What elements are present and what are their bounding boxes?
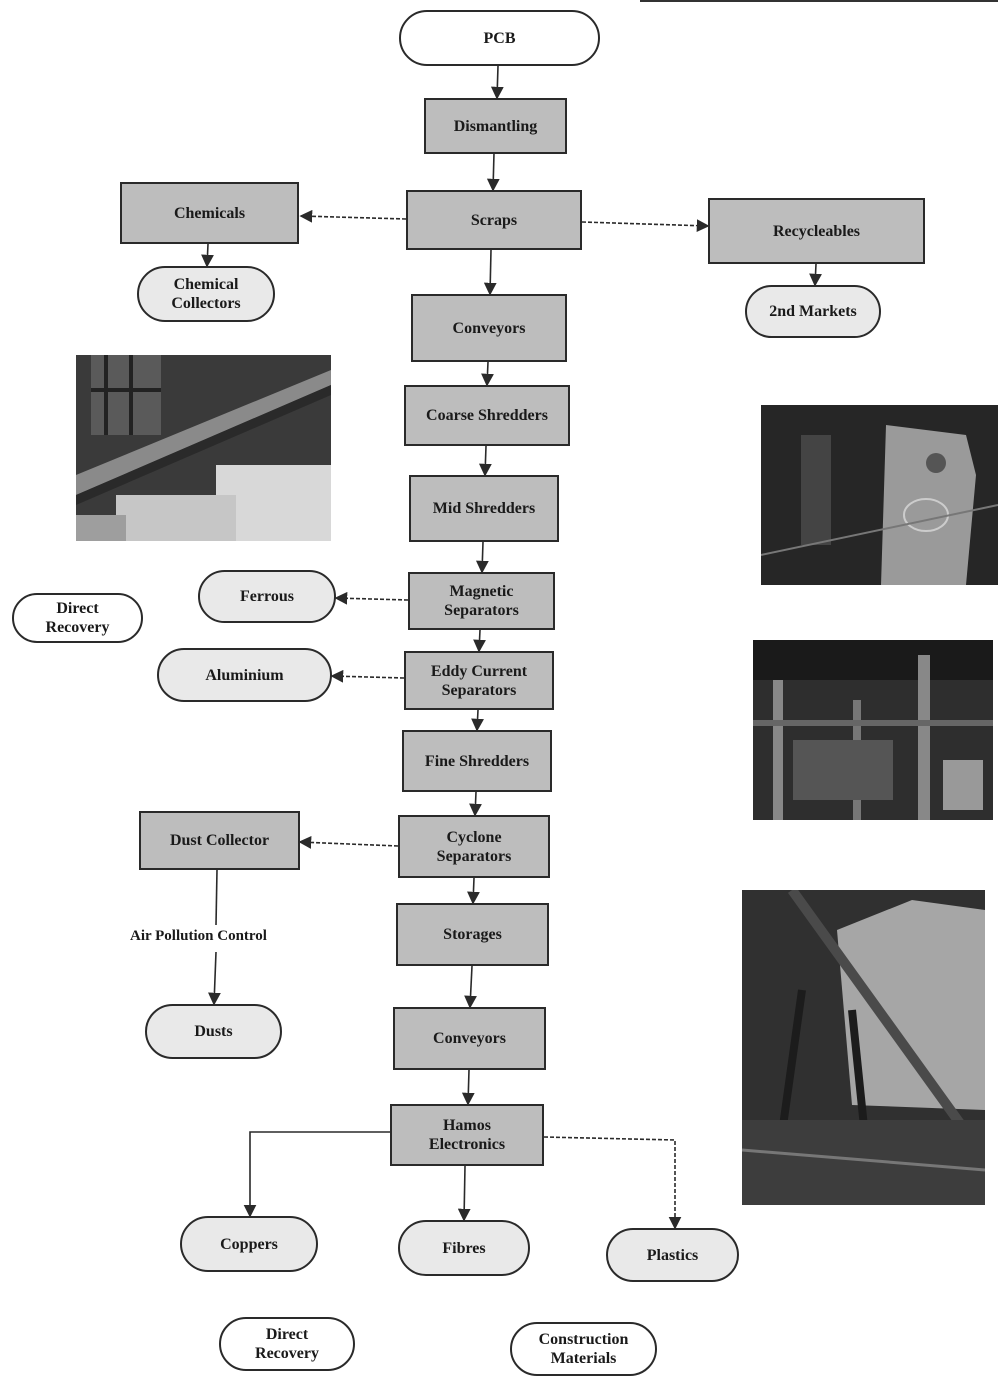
cyclone-photo-graphic — [742, 890, 985, 1205]
node-2nd-markets: 2nd Markets — [745, 285, 881, 338]
node-fine-shredders: Fine Shredders — [402, 730, 552, 792]
arrow-coarse-mid — [478, 445, 492, 477]
arrow-magnetic-ferrous — [334, 591, 409, 605]
node-mid-shredders: Mid Shredders — [409, 475, 559, 542]
arrow-chemicals-collectors — [201, 243, 214, 268]
cyclone-photo — [742, 890, 985, 1205]
node-chemical-collectors: Chemical Collectors — [137, 266, 275, 322]
node-ferrous: Ferrous — [198, 570, 336, 623]
top-border-line — [640, 0, 998, 2]
arrow-pcb-dismantling — [490, 65, 504, 100]
node-pcb: PCB — [399, 10, 600, 66]
node-direct-recovery-1: Direct Recovery — [12, 593, 143, 643]
arrow-hamos-fibres — [457, 1165, 471, 1222]
node-recyclables: Recycleables — [708, 198, 925, 264]
arrow-scraps-conveyors — [483, 249, 497, 296]
node-direct-recovery-2: Direct Recovery — [219, 1317, 355, 1371]
arrow-mid-magnetic — [475, 541, 489, 574]
arrow-scraps-chemicals — [299, 209, 407, 223]
arrow-eddy-aluminium — [330, 669, 405, 683]
node-coarse-shredders: Coarse Shredders — [404, 385, 570, 446]
arrow-dismantling-scraps — [486, 152, 500, 192]
arrow-conveyors-hamos — [461, 1069, 475, 1106]
arrow-conveyors-coarse — [481, 361, 494, 387]
node-magnetic-separators: Magnetic Separators — [408, 572, 555, 630]
arrow-cyclone-dust — [298, 836, 399, 849]
label-air-pollution-control: Air Pollution Control — [128, 928, 269, 945]
arrow-scraps-recyclables — [581, 219, 710, 233]
node-chemicals: Chemicals — [120, 182, 299, 244]
conveyor-photo — [76, 355, 331, 541]
arrow-eddy-fine — [471, 709, 484, 732]
conveyor-photo-graphic — [76, 355, 331, 541]
node-aluminium: Aluminium — [157, 648, 332, 702]
shredder-photo — [761, 405, 998, 585]
arrow-hamos-coppers — [243, 1131, 390, 1218]
arrow-recyclables-markets — [809, 263, 822, 287]
shredder-photo-graphic — [761, 405, 998, 585]
node-conveyors-1: Conveyors — [411, 294, 567, 362]
node-dusts: Dusts — [145, 1004, 282, 1059]
line-dust-collector-down — [215, 869, 218, 926]
node-dust-collector: Dust Collector — [139, 811, 300, 870]
node-scraps: Scraps — [406, 190, 582, 250]
separator-photo-graphic — [753, 640, 993, 820]
arrow-fine-cyclone — [469, 791, 482, 817]
node-storages: Storages — [396, 903, 549, 966]
node-plastics: Plastics — [606, 1228, 739, 1282]
node-eddy-current-separators: Eddy Current Separators — [404, 651, 554, 710]
node-cyclone-separators: Cyclone Separators — [398, 815, 550, 878]
node-conveyors-2: Conveyors — [393, 1007, 546, 1070]
node-fibres: Fibres — [398, 1220, 530, 1276]
arrow-hamos-plastics — [543, 1136, 682, 1230]
node-dismantling: Dismantling — [424, 98, 567, 154]
arrow-magnetic-eddy — [473, 629, 486, 653]
node-coppers: Coppers — [180, 1216, 318, 1272]
arrow-apc-dusts — [208, 951, 221, 1006]
arrow-cyclone-storages — [467, 877, 480, 905]
arrow-storages-conveyors — [464, 965, 477, 1009]
node-construction-materials: Construction Materials — [510, 1322, 657, 1376]
separator-photo — [753, 640, 993, 820]
node-hamos-electronics: Hamos Electronics — [390, 1104, 544, 1166]
